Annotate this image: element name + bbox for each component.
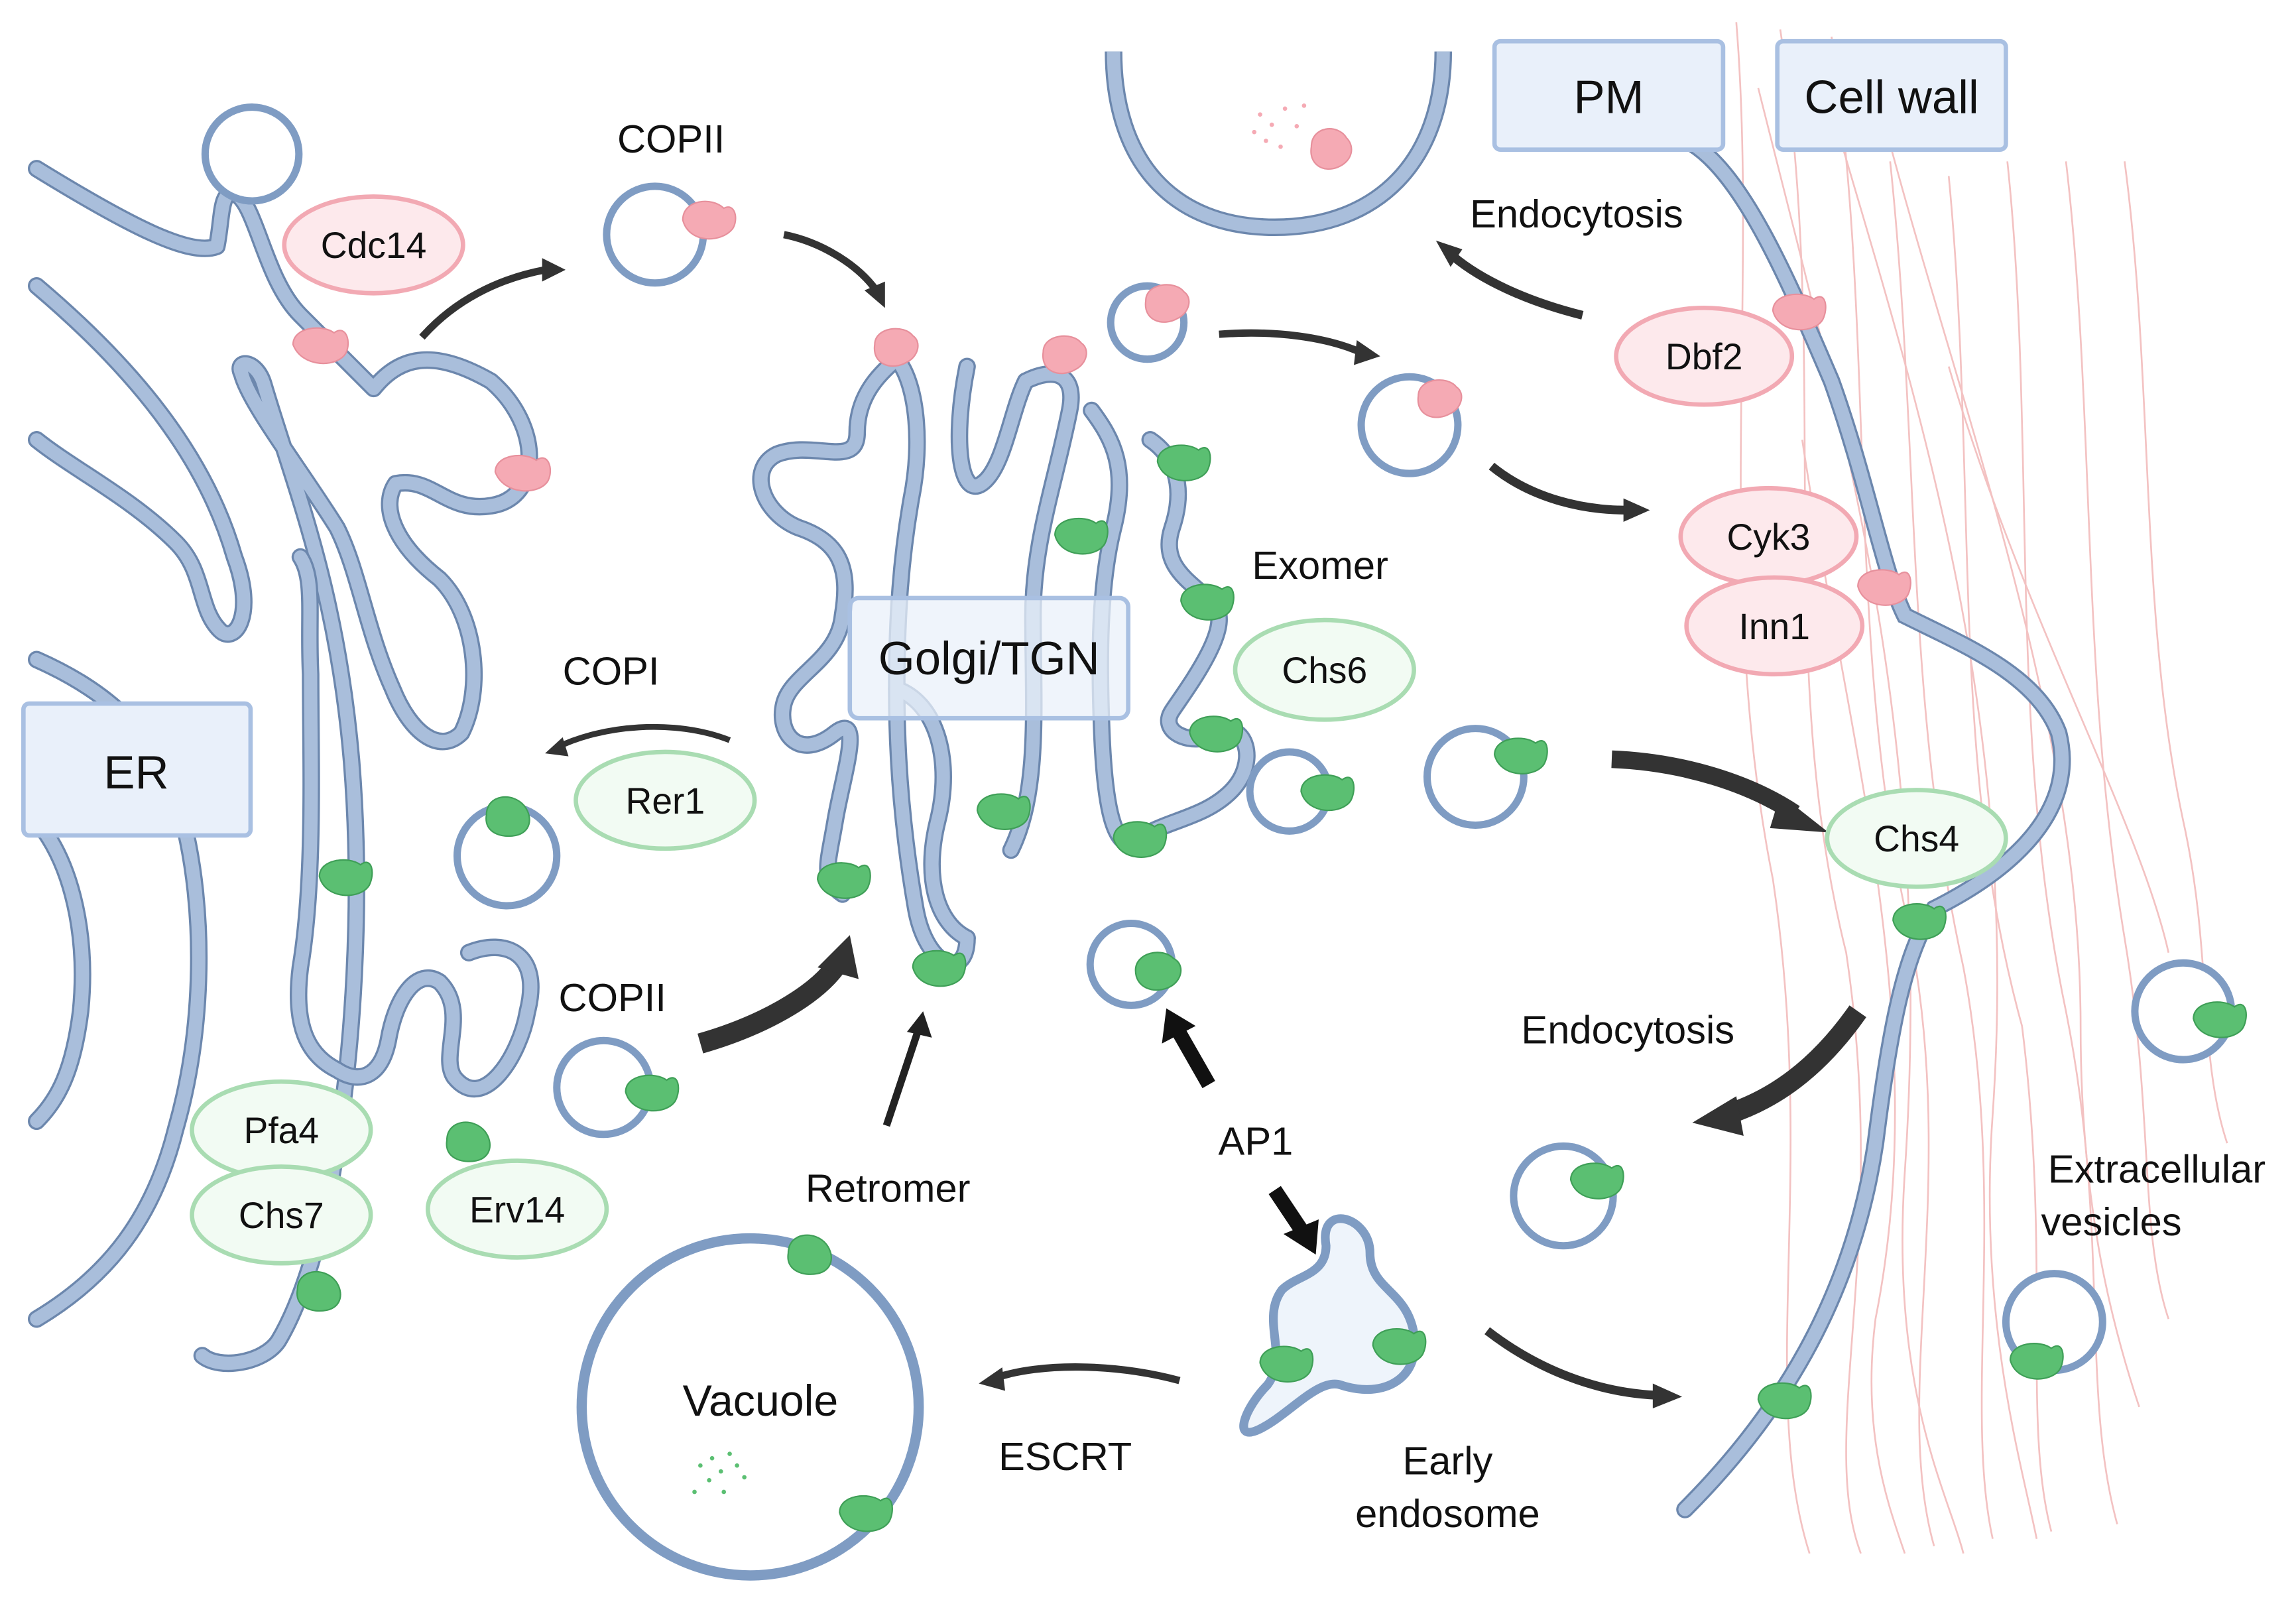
inn1-ellipse: Inn1 [1684, 575, 1865, 677]
vacuole-label: Vacuole [683, 1377, 839, 1426]
green-proteins [296, 444, 2247, 1532]
chs4-label: Chs4 [1874, 818, 1959, 859]
cyk3-label: Cyk3 [1726, 517, 1810, 558]
erv14-label: Erv14 [469, 1189, 565, 1230]
cell-wall-label: Cell wall [1804, 70, 1978, 123]
cell-wall-box: Cell wall [1775, 38, 2008, 152]
cell-wall-fibers [1735, 22, 2228, 1554]
erv14-ellipse: Erv14 [425, 1158, 609, 1260]
pit-contents [1252, 103, 1307, 149]
rer1-ellipse: Rer1 [574, 749, 757, 851]
arrow-exomer-to-chs4 [1611, 750, 1800, 821]
inn1-label: Inn1 [1738, 606, 1810, 647]
arrow-ap1-up [1173, 1029, 1215, 1089]
er-label: ER [103, 746, 168, 798]
golgi-label: Golgi/TGN [878, 632, 1100, 684]
pm-box: PM [1492, 38, 1726, 152]
arrow-golgi-to-vesicle [1219, 329, 1362, 355]
dbf2-label: Dbf2 [1665, 336, 1743, 377]
pfa4-label: Pfa4 [243, 1110, 319, 1151]
early-endosome-label-line1: Early [1402, 1438, 1492, 1483]
early-endosome-label-line2: endosome [1355, 1491, 1540, 1536]
extracellular-label-line2: vesicles [2041, 1200, 2181, 1244]
retromer-label: Retromer [806, 1166, 971, 1210]
chs7-label: Chs7 [239, 1195, 324, 1236]
chs6-ellipse: Chs6 [1233, 617, 1416, 722]
arrow-er-to-copii [419, 266, 546, 340]
pathway-labels: COPII COPI COPII Endocytosis Exomer Endo… [559, 117, 2266, 1536]
extracellular-label-line1: Extracellular [2048, 1147, 2266, 1192]
er-box: ER [21, 701, 253, 838]
ap1-label: AP1 [1219, 1119, 1294, 1164]
arrow-endocytosis-mid [1725, 1005, 1866, 1124]
arrow-escrt [995, 1363, 1181, 1385]
chs7-ellipse: Chs7 [190, 1164, 373, 1266]
endocytic-pit-top [1105, 51, 1453, 237]
arrow-copii-bottom-to-golgi [697, 961, 844, 1054]
arrow-endocytosis-top [1451, 253, 1584, 320]
dbf2-ellipse: Dbf2 [1614, 306, 1795, 407]
cyk3-ellipse: Cyk3 [1678, 485, 1859, 587]
arrow-retromer [882, 1027, 922, 1127]
vacuole-contents [692, 1451, 747, 1495]
escrt-label: ESCRT [998, 1434, 1132, 1479]
transport-arrows [419, 231, 1866, 1409]
vesicle-copii-top [603, 182, 707, 287]
chs6-label: Chs6 [1282, 650, 1367, 691]
pm-label: PM [1573, 70, 1644, 123]
copii-top-label: COPII [617, 117, 725, 161]
protein-ellipses: Cdc14 Dbf2 Cyk3 Inn1 Chs6 Rer1 Chs4 Pfa [190, 194, 2008, 1266]
rer1-label: Rer1 [625, 780, 705, 822]
cdc14-label: Cdc14 [321, 225, 427, 266]
arrow-endosome-to-pm [1484, 1327, 1656, 1400]
chs4-ellipse: Chs4 [1825, 788, 2008, 889]
copi-label: COPI [563, 648, 660, 693]
vacuole-membrane [576, 1233, 924, 1581]
endocytosis-top-label: Endocytosis [1470, 192, 1683, 236]
arrow-ap1-down [1268, 1186, 1311, 1239]
golgi-box: Golgi/TGN [847, 595, 1130, 721]
pink-proteins [292, 128, 1911, 606]
copii-bottom-label: COPII [559, 975, 666, 1020]
exomer-label: Exomer [1252, 543, 1388, 587]
early-endosome [1239, 1214, 1420, 1437]
cdc14-ellipse: Cdc14 [282, 194, 465, 296]
plasma-membrane [1676, 135, 2071, 1518]
arrow-vesicle-to-cyk3 [1488, 462, 1627, 515]
pfa4-ellipse: Pfa4 [190, 1079, 373, 1181]
arrow-copi [555, 723, 731, 751]
arrow-copii-to-golgi [783, 231, 880, 293]
endocytosis-mid-label: Endocytosis [1521, 1008, 1734, 1052]
vesicle-topleft [201, 103, 303, 205]
